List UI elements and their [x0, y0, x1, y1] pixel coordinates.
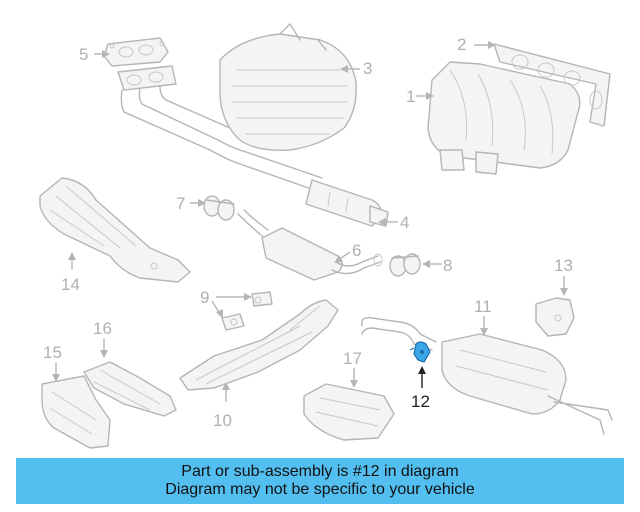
callout-10: 10: [213, 411, 232, 430]
banner-line-1: Part or sub-assembly is #12 in diagram: [181, 463, 459, 480]
part-2-manifold-gasket: [493, 43, 611, 127]
callout-12: 12: [411, 392, 430, 411]
part-10-heat-shield: [179, 299, 339, 391]
callout-7: 7: [176, 194, 185, 213]
banner-line-2: Diagram may not be specific to your vehi…: [165, 481, 475, 498]
callout-4: 4: [400, 213, 409, 232]
part-6-center-pipe: [237, 209, 383, 281]
callout-leaders: [52, 41, 568, 402]
part-16-heat-shield: [83, 361, 177, 417]
part-13-bracket: [535, 297, 575, 337]
callout-5: 5: [79, 45, 88, 64]
callout-11: 11: [474, 297, 492, 316]
part-9-hangers: [221, 291, 273, 331]
part-17-heat-shield: [303, 383, 395, 441]
callout-17: 17: [343, 349, 362, 368]
callout-16: 16: [93, 319, 112, 338]
part-12-hanger: [409, 341, 431, 363]
part-1-exhaust-manifold: [427, 61, 581, 175]
part-8-clamp: [389, 253, 421, 277]
callout-1: 1: [406, 87, 415, 106]
part-11-muffler: [361, 316, 613, 435]
callout-3: 3: [363, 59, 372, 78]
part-3-manifold-heat-shield: [219, 23, 357, 151]
callout-6: 6: [352, 241, 361, 260]
callout-9: 9: [200, 288, 209, 307]
front-pipe: [117, 65, 323, 193]
callout-15: 15: [43, 343, 62, 362]
callout-13: 13: [554, 256, 573, 275]
info-banner: Part or sub-assembly is #12 in diagram D…: [16, 458, 624, 504]
part-7-clamp: [203, 195, 235, 221]
callout-14: 14: [61, 275, 80, 294]
part-4-catalytic-converter: [305, 179, 389, 227]
callout-8: 8: [443, 256, 452, 275]
part-5-gasket: [103, 37, 169, 67]
callout-2: 2: [457, 35, 466, 54]
part-14-heat-shield: [39, 177, 191, 283]
part-15-heat-shield: [41, 375, 111, 449]
